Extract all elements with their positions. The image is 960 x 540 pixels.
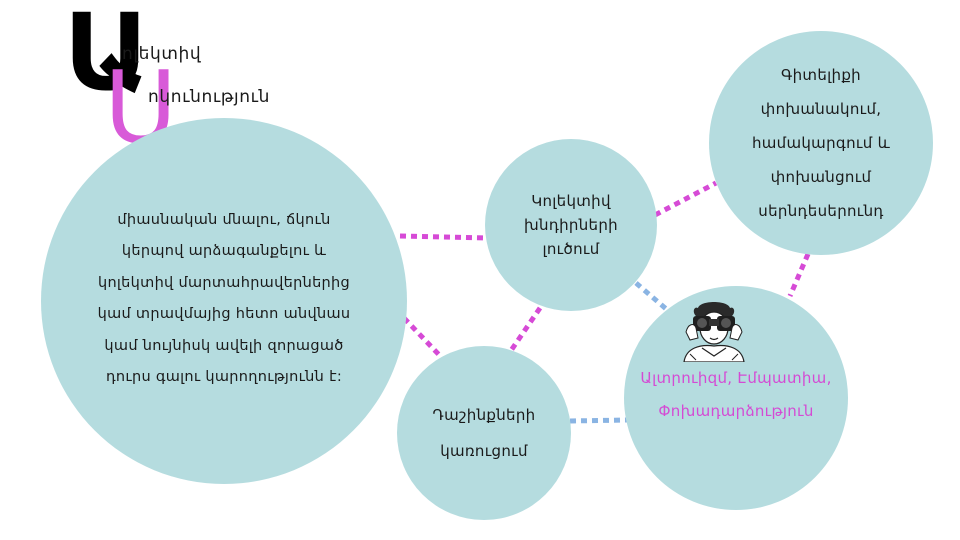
connector-collective-alliances: [507, 306, 543, 354]
node-definition: միասնական մնալու, ճկուն կերպով արձագանքե…: [41, 118, 407, 484]
connector-collective-knowledge: [653, 180, 718, 218]
node-knowledge-sharing: Գիտելիքի փոխանակում, համակարգում և փոխան…: [709, 31, 933, 255]
node-alliances-text: Դաշինքների կառուցում: [432, 406, 536, 460]
title-line-2: ոկունություն: [148, 87, 270, 107]
connector-knowledge-altruism: [787, 253, 811, 297]
title-line-1: ոլեկտիվ: [122, 44, 202, 64]
title-letter-u: Ա: [64, 0, 151, 114]
node-altruism-text: Ալտրուիզմ, Էմպատիա, Փոխադարձություն: [640, 369, 832, 420]
title-block: Ա ոլեկտիվ Ս ոկունություն: [0, 0, 330, 158]
connector-main-collective: [399, 233, 489, 241]
connector-alliances-altruism: [569, 417, 629, 424]
node-collective-problem-solving: Կոլեկտիվ խնդիրների լուծում: [485, 139, 657, 311]
node-alliance-building: Դաշինքների կառուցում: [397, 346, 571, 520]
node-definition-text: միասնական մնալու, ճկուն կերպով արձագանքե…: [97, 211, 351, 386]
connector-collective-altruism: [634, 281, 674, 316]
node-altruism: Ալտրուիզմ, Էմպատիա, Փոխադարձություն: [624, 286, 848, 510]
connector-main-alliances: [402, 316, 446, 362]
binoculars-icon: [683, 302, 745, 362]
node-knowledge-text: Գիտելիքի փոխանակում, համակարգում և փոխան…: [751, 66, 891, 220]
node-collective-text: Կոլեկտիվ խնդիրների լուծում: [524, 192, 618, 258]
